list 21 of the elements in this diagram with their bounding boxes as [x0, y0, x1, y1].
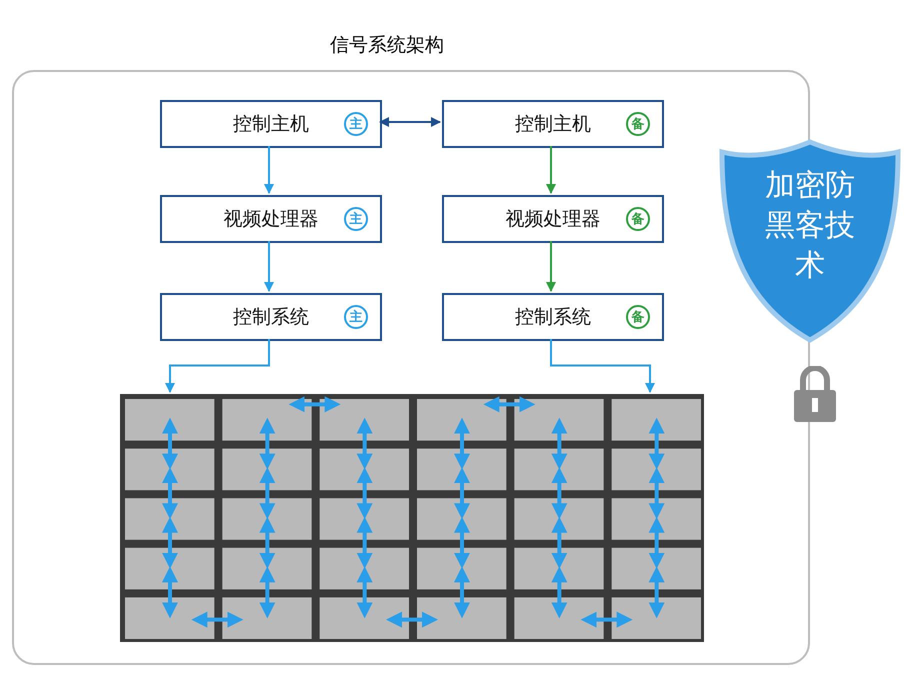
- box-label: 视频处理器: [506, 207, 600, 232]
- box-label: 控制主机: [233, 112, 309, 137]
- status-badge: 主: [344, 112, 368, 136]
- box-label: 视频处理器: [224, 207, 318, 232]
- arrow: [546, 241, 556, 292]
- box-label: 控制系统: [515, 305, 591, 330]
- status-badge: 备: [626, 112, 650, 136]
- arrow: [546, 146, 556, 194]
- arrow: [379, 117, 441, 127]
- status-badge: 主: [344, 207, 368, 231]
- status-badge: 备: [626, 207, 650, 231]
- arrow: [264, 146, 274, 194]
- arrow: [165, 339, 270, 393]
- shield-text: 加密防黑客技术: [764, 167, 856, 285]
- box-label: 控制系统: [233, 305, 309, 330]
- diagram-title: 信号系统架构: [330, 33, 444, 58]
- arrow: [550, 339, 655, 393]
- arrow: [264, 241, 274, 292]
- status-badge: 备: [626, 305, 650, 329]
- status-badge: 主: [344, 305, 368, 329]
- box-label: 控制主机: [515, 112, 591, 137]
